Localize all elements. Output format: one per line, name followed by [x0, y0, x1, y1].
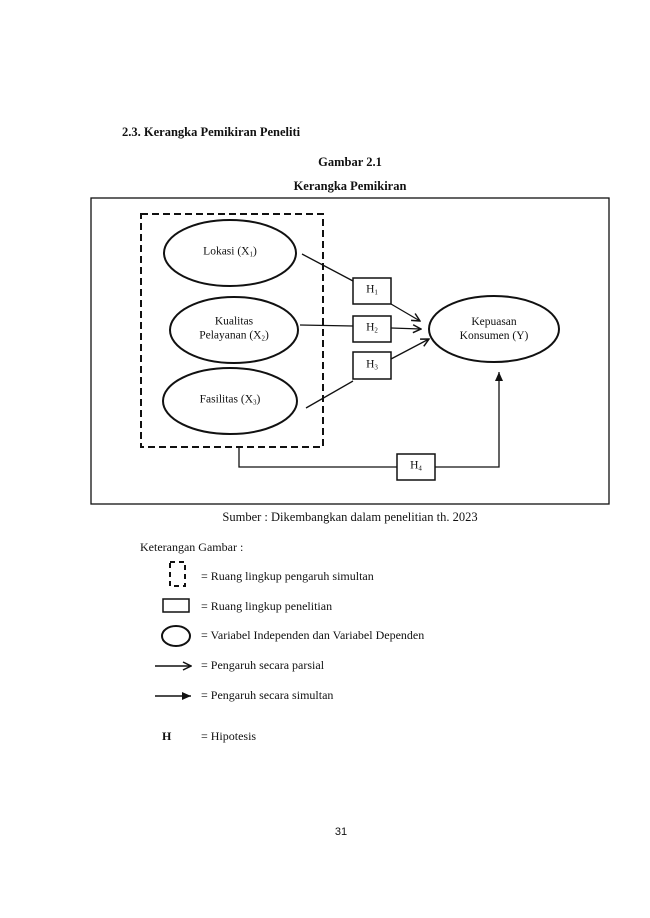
legend-dashed-box-icon: [169, 561, 186, 587]
h2-box: [352, 315, 392, 343]
legend-item: = Ruang lingkup penelitian: [201, 599, 333, 613]
x1-line: [301, 253, 354, 282]
x1-label: Lokasi (X1): [203, 245, 257, 259]
legend-ellipse-icon: [161, 625, 191, 647]
h2-label: H2: [366, 321, 378, 335]
page-number: 31: [334, 826, 348, 838]
h4-line: [238, 447, 397, 468]
legend-h-text: = Hipotesis: [201, 729, 257, 743]
section-heading: 2.3. Kerangka Pemikiran Peneliti: [122, 125, 301, 139]
h4-arrow: [435, 372, 503, 468]
legend-item: = Ruang lingkup pengaruh simultan: [201, 569, 374, 583]
legend-box-icon: [162, 598, 190, 613]
legend-item: = Variabel Independen dan Variabel Depen…: [201, 628, 425, 642]
figure-title: Kerangka Pemikiran: [293, 179, 407, 193]
h3-box: [352, 351, 392, 380]
y-ellipse: [428, 295, 560, 363]
research-scope-box: [90, 197, 610, 505]
legend-title: Keterangan Gambar :: [140, 540, 244, 554]
x3-ellipse: [162, 367, 298, 435]
h1-arrow: [390, 303, 420, 321]
simultaneous-scope-dashed-box: [140, 213, 324, 448]
h1-label: H1: [366, 283, 378, 297]
x3-line: [305, 380, 354, 409]
h4-label: H4: [410, 459, 422, 473]
h2-arrow: [390, 328, 421, 329]
figure-number: Gambar 2.1: [318, 155, 382, 169]
x1-ellipse: [163, 219, 297, 287]
x3-label: Fasilitas (X3): [199, 393, 261, 407]
h4-box: [396, 453, 436, 481]
legend-item: = Pengaruh secara parsial: [201, 658, 325, 672]
h1-box: [352, 277, 392, 305]
h3-label: H3: [366, 358, 378, 372]
legend-h-symbol: H: [162, 729, 172, 743]
legend-item: = Pengaruh secara simultan: [201, 688, 334, 702]
x2-line: [299, 324, 354, 327]
x2-ellipse: [169, 296, 299, 364]
h3-arrow: [390, 339, 429, 360]
figure-source: Sumber : Dikembangkan dalam penelitian t…: [222, 510, 478, 524]
